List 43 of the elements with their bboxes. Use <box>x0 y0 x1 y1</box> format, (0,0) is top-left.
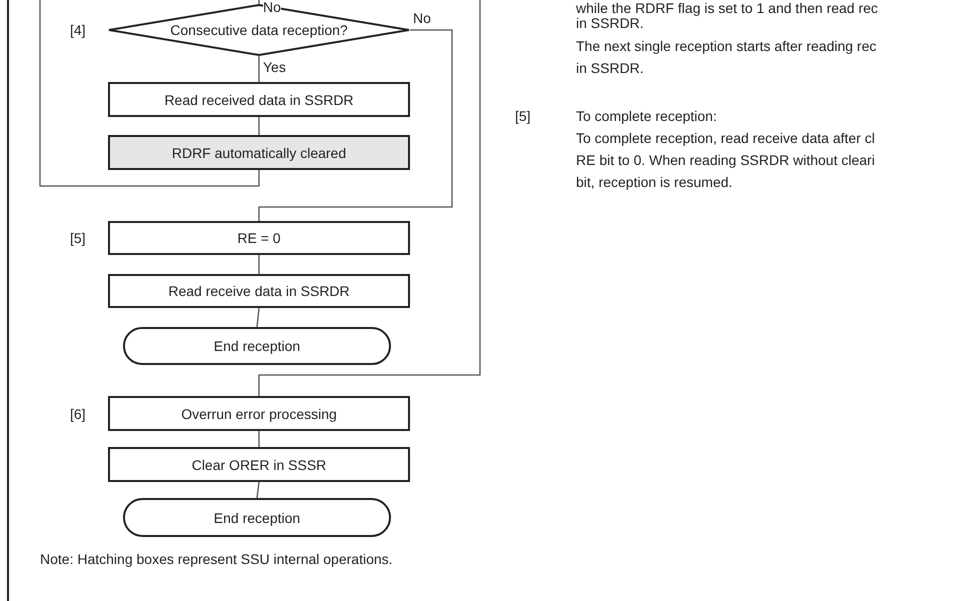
description-text: RE bit to 0. When reading SSRDR without cleari <box>576 152 875 168</box>
connector-line <box>258 0 481 396</box>
step-text: Read receive data in SSRDR <box>168 283 350 299</box>
connector-line <box>256 482 260 498</box>
connector-line <box>258 255 260 274</box>
step-text: Overrun error processing <box>181 406 337 422</box>
step-text: Clear ORER in SSSR <box>192 456 326 472</box>
connector-line <box>258 29 453 221</box>
step-text: End reception <box>214 338 300 354</box>
description-text: in SSRDR. <box>576 15 644 31</box>
process-box <box>108 274 410 308</box>
process-box <box>108 135 410 170</box>
process-box <box>108 447 410 482</box>
process-box <box>108 82 410 117</box>
step-text: RDRF automatically cleared <box>172 144 346 160</box>
description-text: To complete reception: <box>576 108 717 124</box>
process-box <box>108 221 410 255</box>
description-text: bit, reception is resumed. <box>576 174 732 190</box>
terminal-shape <box>123 498 391 537</box>
description-text: while the RDRF flag is set to 1 and then read rec <box>576 0 878 16</box>
step-number: [5] <box>70 230 86 246</box>
description-text: in SSRDR. <box>576 60 644 76</box>
connector-line <box>258 431 260 447</box>
decision-diamond <box>108 4 410 56</box>
step-text: Read received data in SSRDR <box>164 92 354 108</box>
step-text: RE = 0 <box>237 230 281 246</box>
edge-label: Yes <box>263 59 286 75</box>
step-number: [6] <box>70 406 86 422</box>
step-number: [5] <box>515 108 531 124</box>
step-text: End reception <box>214 510 300 526</box>
edge-label: No <box>263 0 281 15</box>
connector-line <box>258 117 260 135</box>
connector-line <box>258 56 260 82</box>
step-number: [4] <box>70 22 86 38</box>
description-text: To complete reception, read receive data after cl <box>576 130 875 146</box>
description-text: The next single reception starts after reading rec <box>576 38 876 54</box>
step-text: Consecutive data reception? <box>170 22 348 38</box>
note-text: Note: Hatching boxes represent SSU internal operations. <box>40 551 393 567</box>
terminal-shape <box>123 327 391 365</box>
connector-line <box>256 308 260 328</box>
edge-label: No <box>413 10 431 26</box>
process-box <box>108 396 410 431</box>
connector-line <box>39 0 260 187</box>
